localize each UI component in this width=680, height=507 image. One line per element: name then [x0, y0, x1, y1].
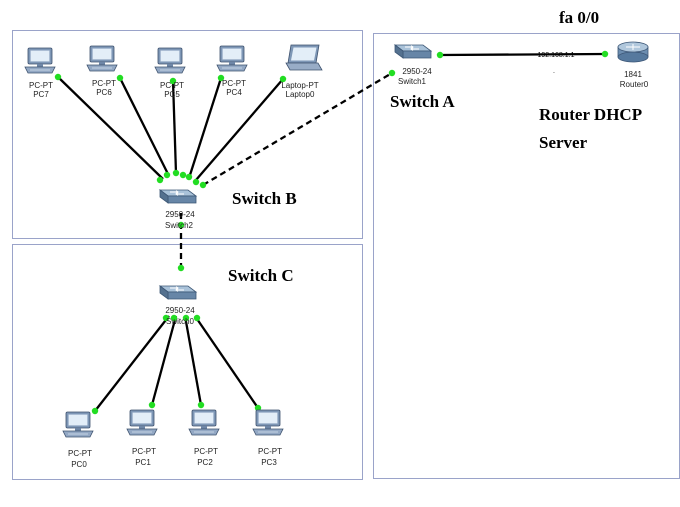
link-switch1-router0 [439, 52, 606, 57]
router-ip-label: 192.168.1.1 [538, 52, 575, 59]
link-switch0-pc0 [94, 315, 170, 412]
pc-icon [154, 47, 186, 74]
device-laptop0[interactable]: Laptop-PT Laptop0 [281, 44, 323, 99]
device-type-label: PC-PT [258, 447, 282, 456]
switch-a-label: Switch A [390, 92, 455, 111]
link-pc6-switch2 [118, 77, 171, 177]
switch-icon [159, 189, 197, 204]
device-name-label: PC3 [261, 458, 277, 467]
pc-icon [252, 409, 284, 436]
server-label: Server [539, 133, 588, 152]
device-name-label: Switch2 [165, 221, 194, 230]
device-switch1[interactable]: 2950-24 Switch1 [394, 44, 432, 86]
pc-icon [188, 409, 220, 436]
device-type-label: 2950-24 [165, 210, 195, 219]
link-endpoints [54, 50, 609, 415]
device-type-label: Laptop-PT [281, 81, 318, 90]
pc-icon [86, 45, 118, 72]
interface-label: fa 0/0 [559, 8, 599, 27]
device-name-label: Switch1 [398, 77, 427, 86]
device-type-label: 2950-24 [402, 67, 432, 76]
device-name-label: Laptop0 [286, 90, 315, 99]
device-router0[interactable]: 1841 Router0 [617, 41, 649, 89]
device-type-label: 1841 [624, 70, 642, 79]
router-ip-dot: . [553, 68, 555, 75]
device-type-label: PC-PT [29, 81, 53, 90]
device-name-label: Switch0 [166, 317, 195, 326]
device-type-label: PC-PT [194, 447, 218, 456]
device-pc2[interactable]: PC-PT PC2 [188, 409, 220, 467]
pc-icon [126, 409, 158, 436]
device-pc7[interactable]: PC-PT PC7 [24, 47, 56, 99]
link-switch0-pc3 [194, 315, 259, 409]
device-type-label: PC-PT [132, 447, 156, 456]
device-name-label: Router0 [620, 80, 649, 89]
device-name-label: PC0 [71, 460, 87, 469]
link-switch0-pc2 [183, 315, 203, 406]
device-pc3[interactable]: PC-PT PC3 [252, 409, 284, 467]
device-pc1[interactable]: PC-PT PC1 [126, 409, 158, 467]
link-switch2-switch1 [202, 72, 393, 186]
device-pc6[interactable]: PC-PT PC6 [86, 45, 118, 97]
device-name-label: PC6 [96, 88, 112, 97]
device-type-label: PC-PT [92, 79, 116, 88]
switch-b-label: Switch B [232, 189, 297, 208]
device-type-label: 2950-24 [165, 306, 195, 315]
switch-icon [159, 285, 197, 300]
pc-icon [216, 45, 248, 72]
router-dhcp-label: Router DHCP [539, 105, 642, 124]
router-icon [617, 41, 649, 63]
device-pc5[interactable]: PC-PT PC5 [154, 47, 186, 99]
device-switch2[interactable]: 2950-24 Switch2 [159, 189, 197, 230]
link-pc7-switch2 [57, 76, 164, 180]
device-pc0[interactable]: PC-PT PC0 [62, 411, 94, 469]
switch-c-area [12, 244, 363, 480]
device-name-label: PC2 [197, 458, 213, 467]
device-name-label: PC1 [135, 458, 151, 467]
link-pc5-switch2 [171, 80, 178, 174]
device-switch0[interactable]: 2950-24 Switch0 [159, 285, 197, 326]
device-name-label: PC7 [33, 90, 49, 99]
switch-b-area [12, 30, 363, 239]
device-name-label: PC5 [164, 90, 180, 99]
pc-icon [24, 47, 56, 74]
laptop-icon [285, 44, 323, 71]
switch-icon [394, 44, 432, 59]
switch-c-label: Switch C [228, 266, 294, 285]
device-pc4[interactable]: PC-PT PC4 [216, 45, 248, 97]
link-switch0-pc1 [150, 315, 178, 406]
device-type-label: PC-PT [160, 81, 184, 90]
device-name-label: PC4 [226, 88, 242, 97]
link-laptop0-switch2 [195, 78, 284, 181]
pc-icon [62, 411, 94, 438]
device-type-label: PC-PT [222, 79, 246, 88]
device-type-label: PC-PT [68, 449, 92, 458]
link-pc4-switch2 [188, 77, 223, 176]
